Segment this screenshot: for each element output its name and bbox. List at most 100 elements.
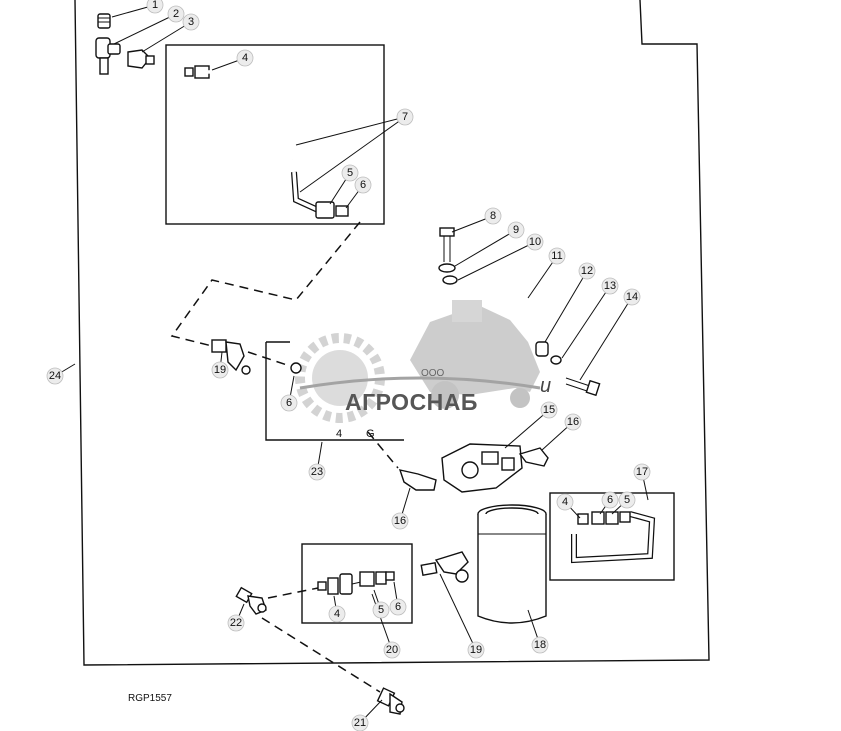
callout-c16a: 16 [541,413,582,451]
callout-number: 10 [529,236,541,248]
fitting-19-upper [211,339,251,375]
callout-c20: 20 [371,593,401,659]
callout-number: 12 [581,265,593,277]
washer-10 [442,275,458,285]
callout-number: 1 [152,0,158,11]
callout-marker [633,463,651,481]
fitting-22 [235,586,267,615]
callout-c24: 24 [46,363,76,385]
watermark-company: АГРОСНАБ [345,389,478,415]
callout-c12: 12 [544,262,596,343]
callout-number: 2 [173,8,179,20]
callout-marker [280,394,298,412]
callout-c18: 18 [527,609,549,654]
callout-marker [227,614,245,632]
callout-c21: 21 [351,699,383,731]
callout-marker [601,277,619,295]
leader-line [113,13,177,45]
callout-number: 20 [386,644,398,656]
callout-number: 21 [354,717,366,729]
callout-number: 23 [311,466,323,478]
callout-c13: 13 [561,277,619,359]
callout-number: 3 [188,16,194,28]
callout-c1: 1 [111,0,164,18]
callout-marker [540,401,558,419]
callout-c5a: 5 [329,164,359,205]
leader-line [527,255,558,299]
fitting-cap-1 [97,13,111,29]
callout-marker [578,262,596,280]
leader-line [457,241,536,281]
leader-line [371,593,393,651]
leader-line [454,229,517,267]
callout-c8: 8 [451,207,502,233]
callout-number: 22 [230,617,242,629]
callout-marker [526,233,544,251]
svg-text:4: 4 [336,428,342,440]
callout-marker [391,512,409,530]
callout-c4c: 4 [556,493,581,519]
figure-code: RGP1557 [128,693,172,704]
tee-fitting-2 [95,37,121,75]
inset-box-fuel-line-top [165,44,385,225]
callout-c19a: 19 [211,351,229,379]
callout-number: 16 [567,416,579,428]
callout-c23: 23 [308,441,326,481]
callout-c14: 14 [579,288,641,381]
callout-marker [46,367,64,385]
callout-number: 4 [242,52,248,64]
bent-fuel-line-17 [571,511,656,564]
callout-number: 13 [604,280,616,292]
callout-marker [372,601,390,619]
callout-marker [623,288,641,306]
bracket-12 [535,341,549,357]
callout-marker [211,361,229,379]
callout-number: 16 [394,515,406,527]
callout-marker [531,636,549,654]
leader-line [579,296,633,381]
dashed-connector-a [170,221,361,351]
callout-number: 5 [624,494,630,506]
callout-c6a: 6 [345,176,372,209]
dashed-connector-d [267,587,319,599]
callout-marker [618,491,636,509]
callout-number: 4 [562,496,568,508]
callout-marker [146,0,164,14]
watermark-logo: ООО АГРОСНАБ u [295,300,551,423]
callout-c19b: 19 [439,573,485,659]
callout-number: 5 [378,604,384,616]
callout-c6d: 6 [280,375,298,412]
callout-number: 6 [286,397,292,409]
callout-marker [308,463,326,481]
callout-marker [351,714,369,731]
callout-number: 11 [551,250,562,262]
callout-c4b: 4 [328,595,346,623]
callout-marker [328,605,346,623]
callout-c10: 10 [457,233,544,281]
leader-line [295,116,406,146]
callout-c7: 7 [295,108,414,193]
callout-marker [601,491,619,509]
watermark-prefix: ООО [421,368,445,379]
callout-marker [548,247,566,265]
callout-number: 9 [513,224,519,236]
callout-number: 8 [490,210,496,222]
elbow-16-left [398,469,437,491]
filter-element-18 [477,504,547,624]
bent-fuel-line [184,65,349,219]
callout-number: 7 [402,111,408,123]
fitting-21 [376,687,405,715]
callout-c5c: 5 [611,491,636,515]
callout-c16b: 16 [391,487,411,530]
inset-box-23: 4 G [265,341,404,441]
callout-number: 6 [395,601,401,613]
callout-c6c: 6 [599,491,619,515]
leader-line [141,21,192,53]
leader-line [561,285,611,359]
callout-marker [236,49,254,67]
leader-line [504,409,550,449]
callout-number: 24 [49,370,61,382]
callout-c15: 15 [504,401,558,449]
fuel-line-assembly-20 [317,571,395,595]
